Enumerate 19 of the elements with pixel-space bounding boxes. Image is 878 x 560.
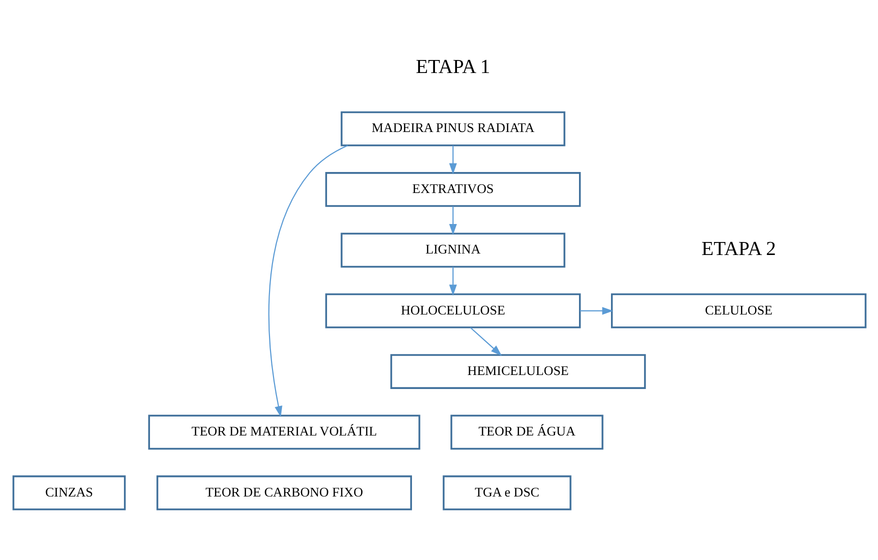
- arrow: [448, 266, 456, 296]
- arrow: [268, 144, 348, 417]
- node-box: HOLOCELULOSE: [324, 292, 580, 328]
- node-box: TEOR DE ÁGUA: [450, 414, 603, 450]
- node-box: CINZAS: [12, 474, 126, 510]
- node-box: TEOR DE MATERIAL VOLÁTIL: [148, 414, 420, 450]
- node-box: HEMICELULOSE: [390, 354, 646, 388]
- node-box: TGA e DSC: [442, 474, 571, 510]
- node-box: MADEIRA PINUS RADIATA: [340, 110, 565, 146]
- arrow: [470, 326, 502, 356]
- label: ETAPA 2: [701, 238, 776, 260]
- label: ETAPA 1: [415, 56, 490, 78]
- arrow: [448, 206, 456, 235]
- node-box: TEOR DE CARBONO FIXO: [156, 474, 412, 510]
- arrow: [579, 306, 613, 314]
- node-box: CELULOSE: [610, 292, 866, 328]
- node-box: LIGNINA: [340, 232, 565, 268]
- arrow: [448, 145, 456, 174]
- node-box: EXTRATIVOS: [324, 172, 580, 206]
